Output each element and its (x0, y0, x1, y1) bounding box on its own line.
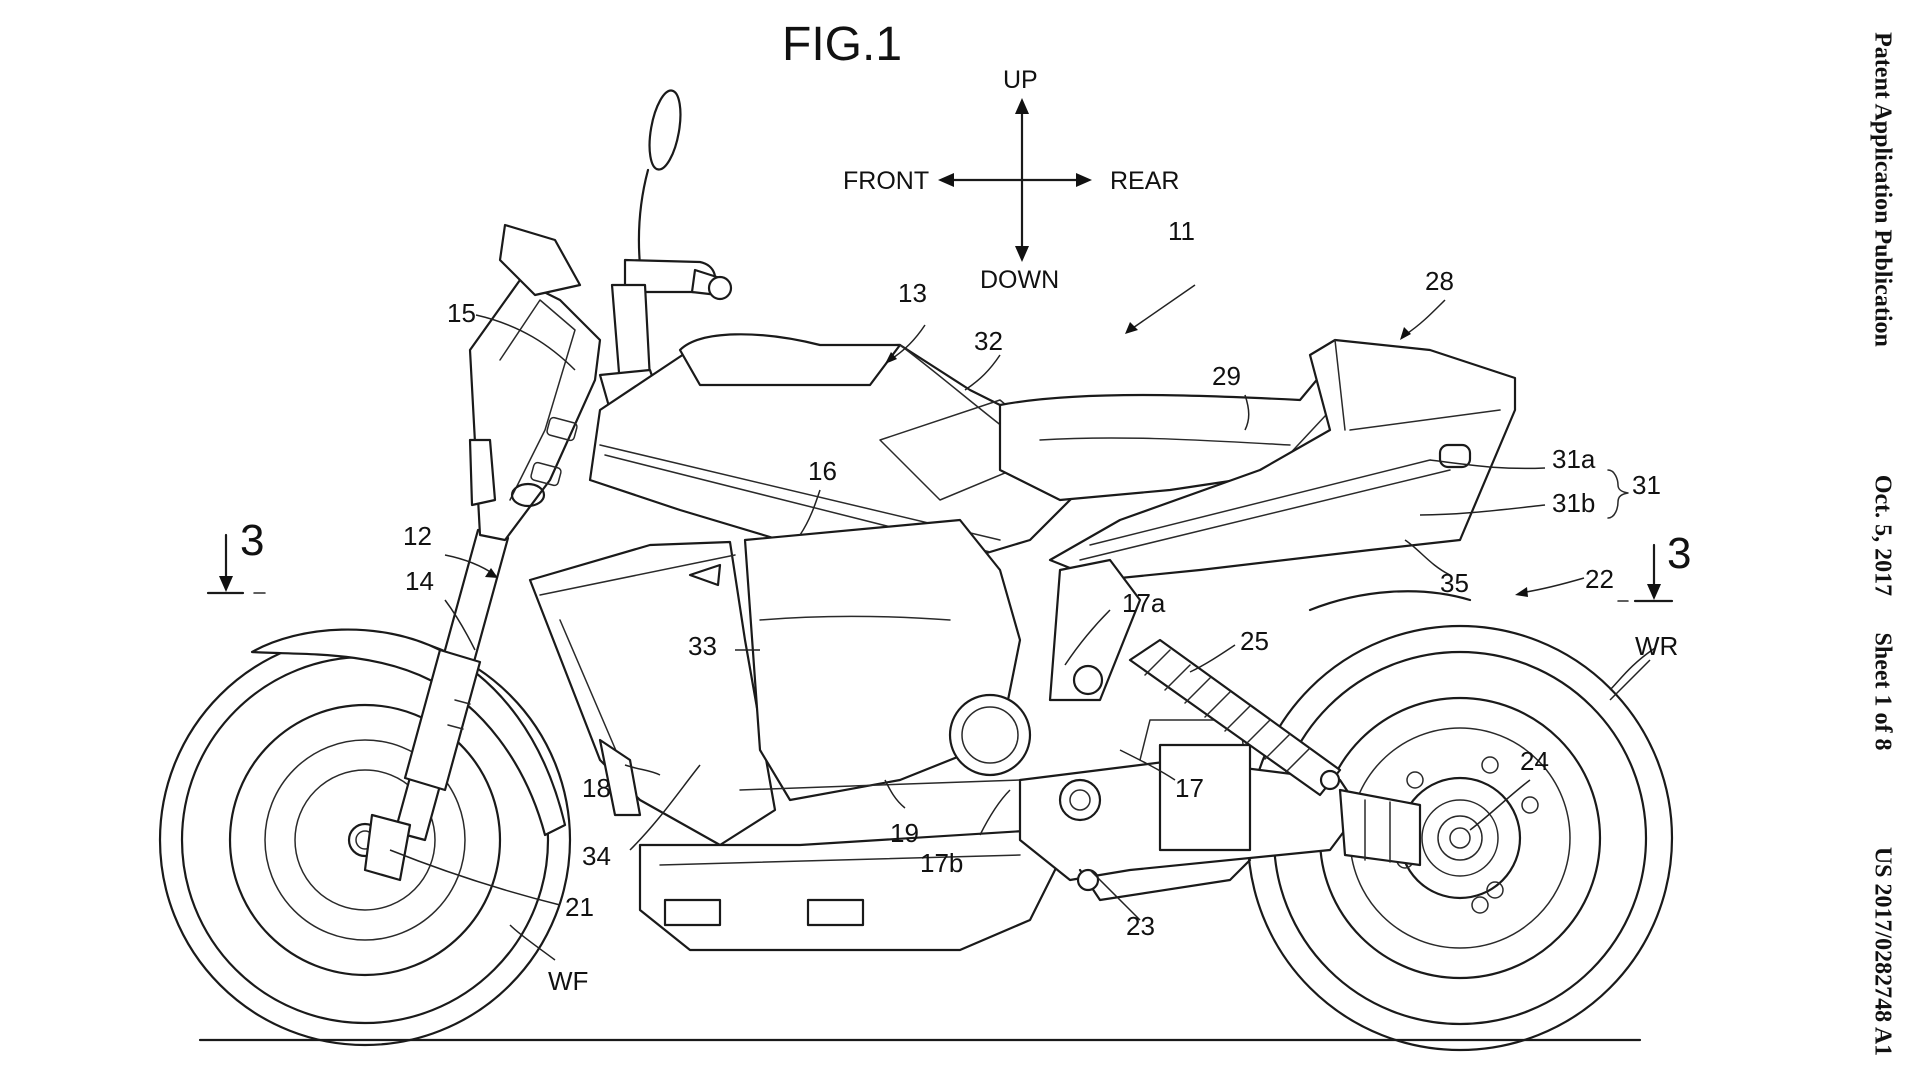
ref-13: 13 (898, 278, 927, 308)
figure-title: FIG.1 (782, 18, 902, 71)
patent-header: Patent Application Publication Oct. 5, 2… (1852, 0, 1912, 1080)
frame-body (528, 518, 1142, 847)
ref-11: 11 (1168, 216, 1195, 246)
ref-28: 28 (1425, 266, 1454, 296)
ref-17b: 17b (920, 848, 963, 878)
ref-14: 14 (405, 566, 434, 596)
direction-rear-label: REAR (1110, 167, 1179, 195)
rear-cowl (1048, 338, 1517, 582)
ref-18: 18 (582, 773, 611, 803)
section-mark-left-label: 3 (240, 516, 264, 565)
rear-wheel (1246, 624, 1674, 1052)
ref-31: 31 (1632, 470, 1661, 500)
ref-35: 35 (1440, 568, 1469, 598)
ref-19: 19 (890, 818, 919, 848)
ref-25: 25 (1240, 626, 1269, 656)
ref-12: 12 (403, 521, 432, 551)
ref-29: 29 (1212, 361, 1241, 391)
ref-34: 34 (582, 841, 611, 871)
ref-33: 33 (688, 631, 717, 661)
direction-down-label: DOWN (980, 266, 1059, 294)
ref-17a: 17a (1122, 588, 1166, 618)
rear-fender (1308, 590, 1472, 612)
header-date: Oct. 5, 2017 (1869, 474, 1896, 597)
ref-24: 24 (1520, 746, 1549, 776)
lower-tank (638, 779, 1062, 952)
leader-lines (389, 284, 1656, 961)
ref-17: 17 (1175, 773, 1204, 803)
ref-22: 22 (1585, 564, 1614, 594)
ref-wr: WR (1635, 631, 1678, 661)
swingarm (1018, 719, 1422, 902)
fuel-cell-tank-cover (588, 333, 1112, 562)
direction-front-label: FRONT (843, 167, 929, 195)
ref-31a: 31a (1552, 444, 1596, 474)
ref-15: 15 (447, 298, 476, 328)
headlight-cowl (468, 223, 602, 542)
front-wheel (158, 633, 572, 1047)
header-sheet: Sheet 1 of 8 (1869, 632, 1896, 751)
ref-16: 16 (808, 456, 837, 486)
ref-21: 21 (565, 892, 594, 922)
ref-31b: 31b (1552, 488, 1595, 518)
front-fender (250, 628, 567, 837)
header-publication: Patent Application Publication (1869, 32, 1896, 347)
header-publication-number: US 2017/0282748 A1 (1869, 846, 1896, 1057)
ref-32: 32 (974, 326, 1003, 356)
front-fork (363, 528, 510, 882)
section-mark-right-label: 3 (1667, 529, 1691, 578)
direction-indicator: UP DOWN FRONT REAR (843, 66, 1179, 294)
motorcycle-patent-drawing: FIG.1 UP DOWN FRONT REAR 3 (158, 18, 1691, 1052)
reference-numerals: 11 12 13 14 15 16 17 17a 17b 18 19 21 22… (403, 216, 1678, 996)
ref-23: 23 (1126, 911, 1155, 941)
section-mark-right: 3 (1617, 529, 1691, 603)
section-mark-left: 3 (206, 516, 266, 595)
direction-up-label: UP (1003, 66, 1038, 94)
ref-wf: WF (548, 966, 588, 996)
rear-shock-absorber (1128, 638, 1342, 797)
